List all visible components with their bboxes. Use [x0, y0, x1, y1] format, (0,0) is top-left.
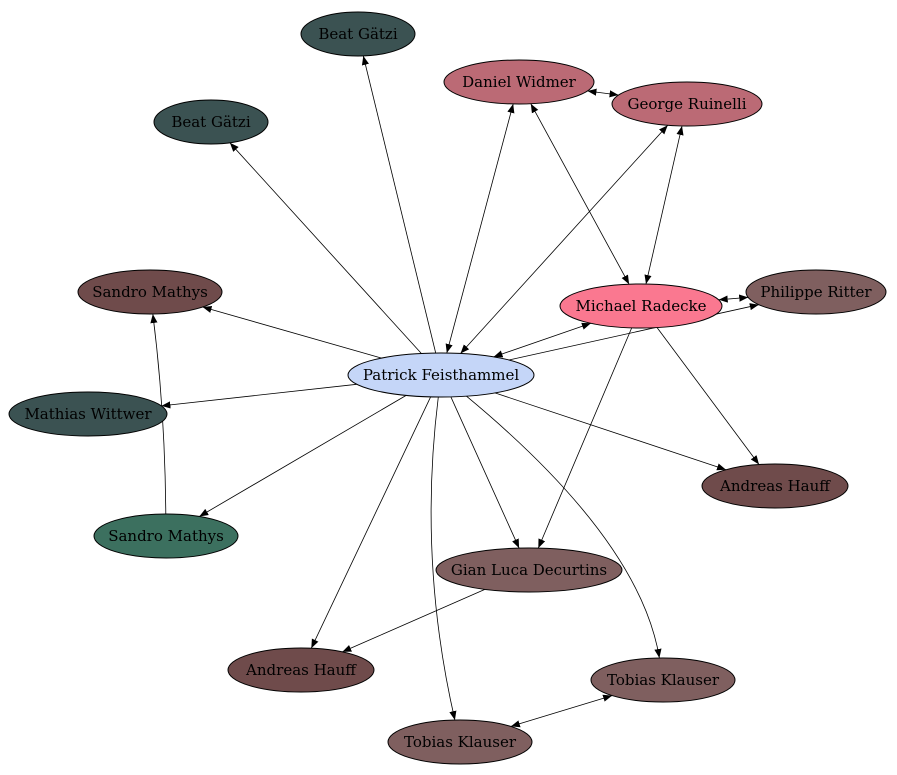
- node-philippe: Philippe Ritter: [745, 269, 887, 315]
- node-patrick: Patrick Feisthammel: [347, 352, 535, 398]
- edge-patrick-tobias2: [430, 396, 457, 721]
- node-beat1: Beat Gätzi: [300, 11, 416, 57]
- edge-patrick-gian: [450, 396, 520, 549]
- edge-gian-andreas2: [342, 589, 486, 653]
- node-sandro1-label: Sandro Mathys: [92, 283, 208, 301]
- edge-patrick-daniel: [445, 103, 515, 354]
- node-george-ellipse: [611, 81, 763, 127]
- node-andreas1: Andreas Hauff: [701, 463, 849, 509]
- node-george: George Ruinelli: [611, 81, 763, 127]
- node-tobias2-label: Tobias Klauser: [404, 733, 517, 751]
- node-philippe-label: Philippe Ritter: [760, 283, 872, 301]
- node-tobias2: Tobias Klauser: [387, 719, 533, 765]
- edge-daniel-george: [587, 88, 619, 98]
- node-beat1-ellipse: [300, 11, 416, 57]
- node-andreas1-label: Andreas Hauff: [719, 477, 831, 495]
- node-sandro2-ellipse: [93, 513, 239, 559]
- node-gian-label: Gian Luca Decurtins: [451, 561, 607, 579]
- node-andreas2-ellipse: [227, 647, 375, 693]
- node-daniel: Daniel Widmer: [443, 59, 595, 105]
- edge-michael-andreas1: [656, 327, 760, 465]
- node-tobias1-ellipse: [590, 657, 736, 703]
- node-gian-ellipse: [435, 547, 623, 593]
- node-mathias-label: Mathias Wittwer: [24, 405, 152, 423]
- edge-daniel-michael: [530, 103, 630, 285]
- edge-patrick-tobias1: [466, 395, 662, 659]
- node-sandro2: Sandro Mathys: [93, 513, 239, 559]
- edges-layer: [150, 55, 760, 728]
- node-andreas2-label: Andreas Hauff: [245, 661, 357, 679]
- edge-patrick-mathias: [161, 383, 357, 409]
- node-mathias-ellipse: [8, 391, 168, 437]
- edge-patrick-beat1: [361, 55, 437, 354]
- edge-michael-philippe: [718, 294, 749, 303]
- node-tobias1: Tobias Klauser: [590, 657, 736, 703]
- edge-patrick-beat2: [229, 142, 422, 354]
- node-sandro2-label: Sandro Mathys: [108, 527, 224, 545]
- node-beat1-label: Beat Gätzi: [318, 25, 397, 43]
- edge-patrick-andreas1: [494, 392, 727, 471]
- node-beat2-label: Beat Gätzi: [171, 113, 250, 131]
- node-george-label: George Ruinelli: [628, 95, 747, 113]
- node-patrick-label: Patrick Feisthammel: [363, 366, 520, 384]
- node-michael-ellipse: [559, 283, 723, 329]
- node-beat2-ellipse: [153, 99, 269, 145]
- node-patrick-ellipse: [347, 352, 535, 398]
- edge-michael-gian: [537, 327, 633, 549]
- node-tobias1-label: Tobias Klauser: [607, 671, 720, 689]
- edge-patrick-sandro1: [202, 306, 382, 359]
- node-beat2: Beat Gätzi: [153, 99, 269, 145]
- node-philippe-ellipse: [745, 269, 887, 315]
- node-daniel-label: Daniel Widmer: [462, 73, 577, 91]
- node-andreas1-ellipse: [701, 463, 849, 509]
- node-tobias2-ellipse: [387, 719, 533, 765]
- edge-george-michael: [644, 125, 684, 285]
- node-michael-label: Michael Radecke: [575, 297, 706, 315]
- edge-patrick-sandro2: [199, 395, 407, 517]
- node-mathias: Mathias Wittwer: [8, 391, 168, 437]
- edge-tobias1-tobias2: [510, 694, 613, 728]
- node-sandro1: Sandro Mathys: [77, 269, 223, 315]
- node-sandro1-ellipse: [77, 269, 223, 315]
- edge-patrick-andreas2: [310, 396, 431, 649]
- node-michael: Michael Radecke: [559, 283, 723, 329]
- node-gian: Gian Luca Decurtins: [435, 547, 623, 593]
- edge-patrick-michael: [493, 322, 592, 358]
- node-andreas2: Andreas Hauff: [227, 647, 375, 693]
- node-daniel-ellipse: [443, 59, 595, 105]
